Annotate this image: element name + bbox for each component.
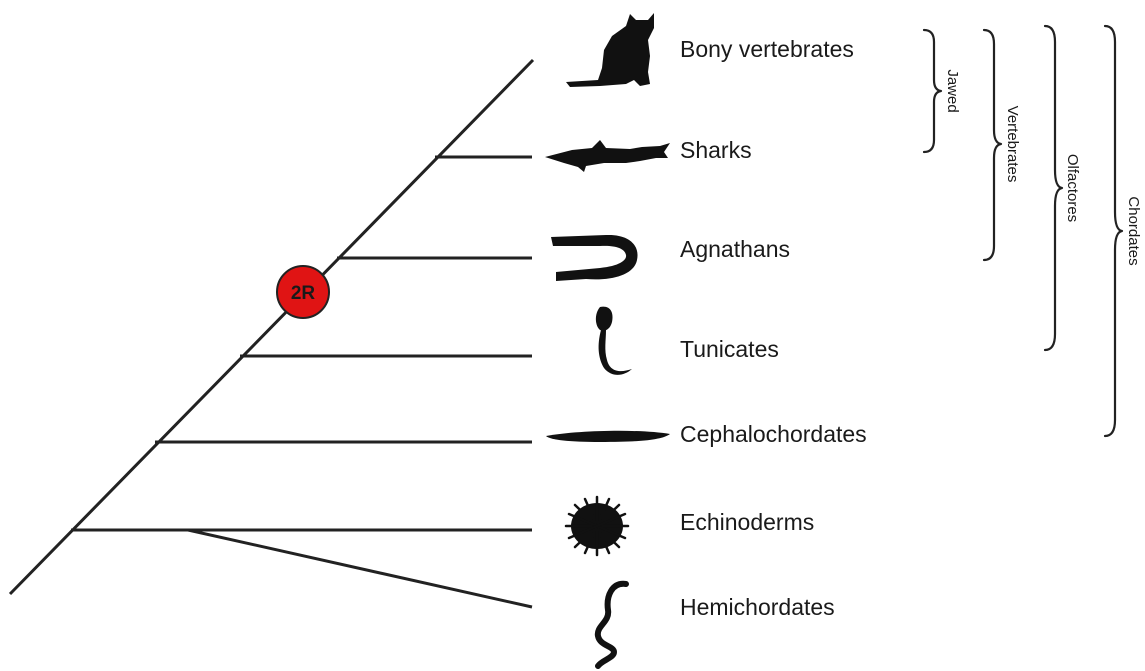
taxon-label-bony-vertebrates: Bony vertebrates bbox=[680, 36, 854, 62]
taxon-label-cephalochordates: Cephalochordates bbox=[680, 421, 867, 447]
whole-genome-duplication-marker: 2R bbox=[277, 266, 329, 318]
tree-main-stem bbox=[10, 60, 533, 594]
vertebrates-brace bbox=[984, 30, 1001, 260]
event-label: 2R bbox=[291, 283, 316, 304]
taxon-label-tunicates: Tunicates bbox=[680, 336, 779, 362]
taxon-label-agnathans: Agnathans bbox=[680, 236, 790, 262]
olfactores-brace bbox=[1045, 26, 1062, 350]
jawed-label: Jawed bbox=[944, 69, 961, 112]
jawed-brace bbox=[924, 30, 941, 152]
sea-urchin-silhouette-icon bbox=[566, 497, 628, 555]
chordates-label: Chordates bbox=[1125, 196, 1142, 265]
lancelet-silhouette-icon bbox=[546, 431, 670, 442]
tunicate-larva-silhouette-icon bbox=[596, 307, 632, 375]
taxon-label-sharks: Sharks bbox=[680, 137, 752, 163]
shark-silhouette-icon bbox=[545, 140, 670, 172]
branch-hemichordates bbox=[188, 530, 532, 607]
chordates-brace bbox=[1105, 26, 1122, 436]
vertebrates-label: Vertebrates bbox=[1004, 106, 1021, 183]
taxon-label-hemichordates: Hemichordates bbox=[680, 594, 835, 620]
cat-silhouette-icon bbox=[566, 13, 654, 87]
taxon-label-echinoderms: Echinoderms bbox=[680, 509, 814, 535]
acorn-worm-silhouette-icon bbox=[598, 584, 626, 666]
olfactores-label: Olfactores bbox=[1064, 154, 1081, 222]
lamprey-silhouette-icon bbox=[551, 235, 638, 281]
